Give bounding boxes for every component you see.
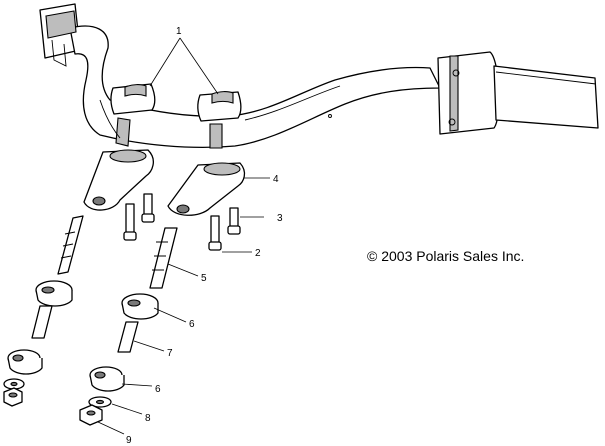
bolt-small-1 xyxy=(123,203,137,241)
callout-2: 2 xyxy=(255,248,261,259)
bolt-small-4 xyxy=(227,207,241,235)
callout-6-lower: 6 xyxy=(155,384,161,395)
callout-7: 7 xyxy=(167,348,173,359)
bushing-lower-left xyxy=(7,349,43,375)
handlebar xyxy=(39,3,599,149)
washer-right xyxy=(88,396,112,408)
riser-left xyxy=(83,149,154,211)
stud-right xyxy=(149,227,178,289)
stud-left xyxy=(57,215,84,275)
nut-left xyxy=(3,387,23,407)
bushing-lower-right xyxy=(89,366,125,392)
callout-3: 3 xyxy=(277,213,283,224)
sleeve-right xyxy=(117,321,139,353)
bushing-upper-right xyxy=(121,293,159,320)
bolt-small-3 xyxy=(208,215,222,251)
bolt-small-2 xyxy=(141,193,155,223)
callout-5: 5 xyxy=(201,273,207,284)
upper-clamp-right xyxy=(197,91,242,122)
sleeve-left xyxy=(31,305,53,339)
callout-1: 1 xyxy=(176,26,182,37)
callout-8: 8 xyxy=(145,413,151,424)
leader-lines xyxy=(97,37,270,435)
callout-4: 4 xyxy=(273,174,279,185)
copyright-text: © 2003 Polaris Sales Inc. xyxy=(367,248,524,264)
upper-clamp-left xyxy=(110,83,156,115)
callout-6-upper: 6 xyxy=(189,319,195,330)
bushing-upper-left xyxy=(35,280,73,307)
riser-right xyxy=(167,162,246,216)
nut-right xyxy=(79,404,103,426)
callout-9: 9 xyxy=(126,435,132,446)
